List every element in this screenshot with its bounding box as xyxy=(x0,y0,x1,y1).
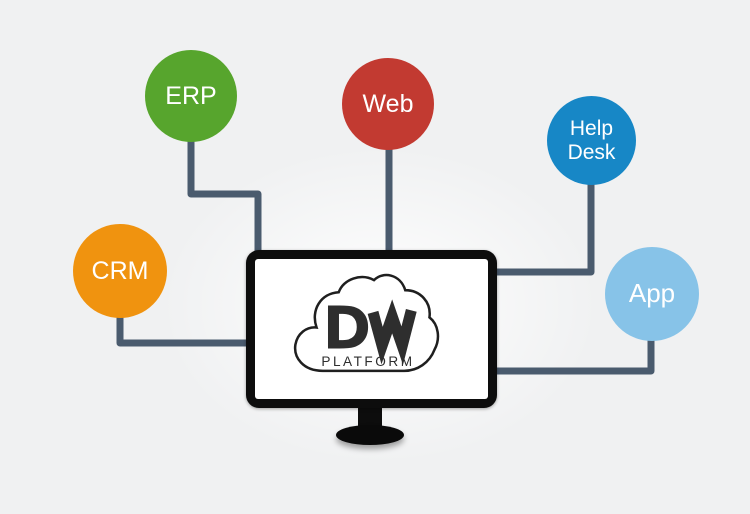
logo-d-letter: D xyxy=(322,295,371,363)
connector-crm xyxy=(116,314,253,347)
cloud-logo: D PLATFORM xyxy=(293,273,439,373)
node-web: Web xyxy=(342,58,434,150)
node-crm: CRM xyxy=(73,224,167,318)
node-app: App xyxy=(605,247,699,341)
node-erp-label: ERP xyxy=(165,82,217,110)
node-app-label: App xyxy=(628,278,676,309)
node-crm-label: CRM xyxy=(91,257,149,285)
connector-erp xyxy=(187,138,262,258)
monitor: D PLATFORM xyxy=(246,250,497,408)
logo-platform-text: PLATFORM xyxy=(321,354,414,369)
connector-app xyxy=(491,336,655,375)
logo-w-glyph xyxy=(367,299,417,365)
node-erp: ERP xyxy=(145,50,237,142)
monitor-screen: D PLATFORM xyxy=(255,259,488,399)
node-helpdesk: Help Desk xyxy=(547,96,636,185)
node-helpdesk-label: Help Desk xyxy=(567,116,616,164)
connector-helpdesk xyxy=(491,180,595,276)
monitor-stand-base xyxy=(336,425,404,445)
node-web-label: Web xyxy=(362,90,414,118)
